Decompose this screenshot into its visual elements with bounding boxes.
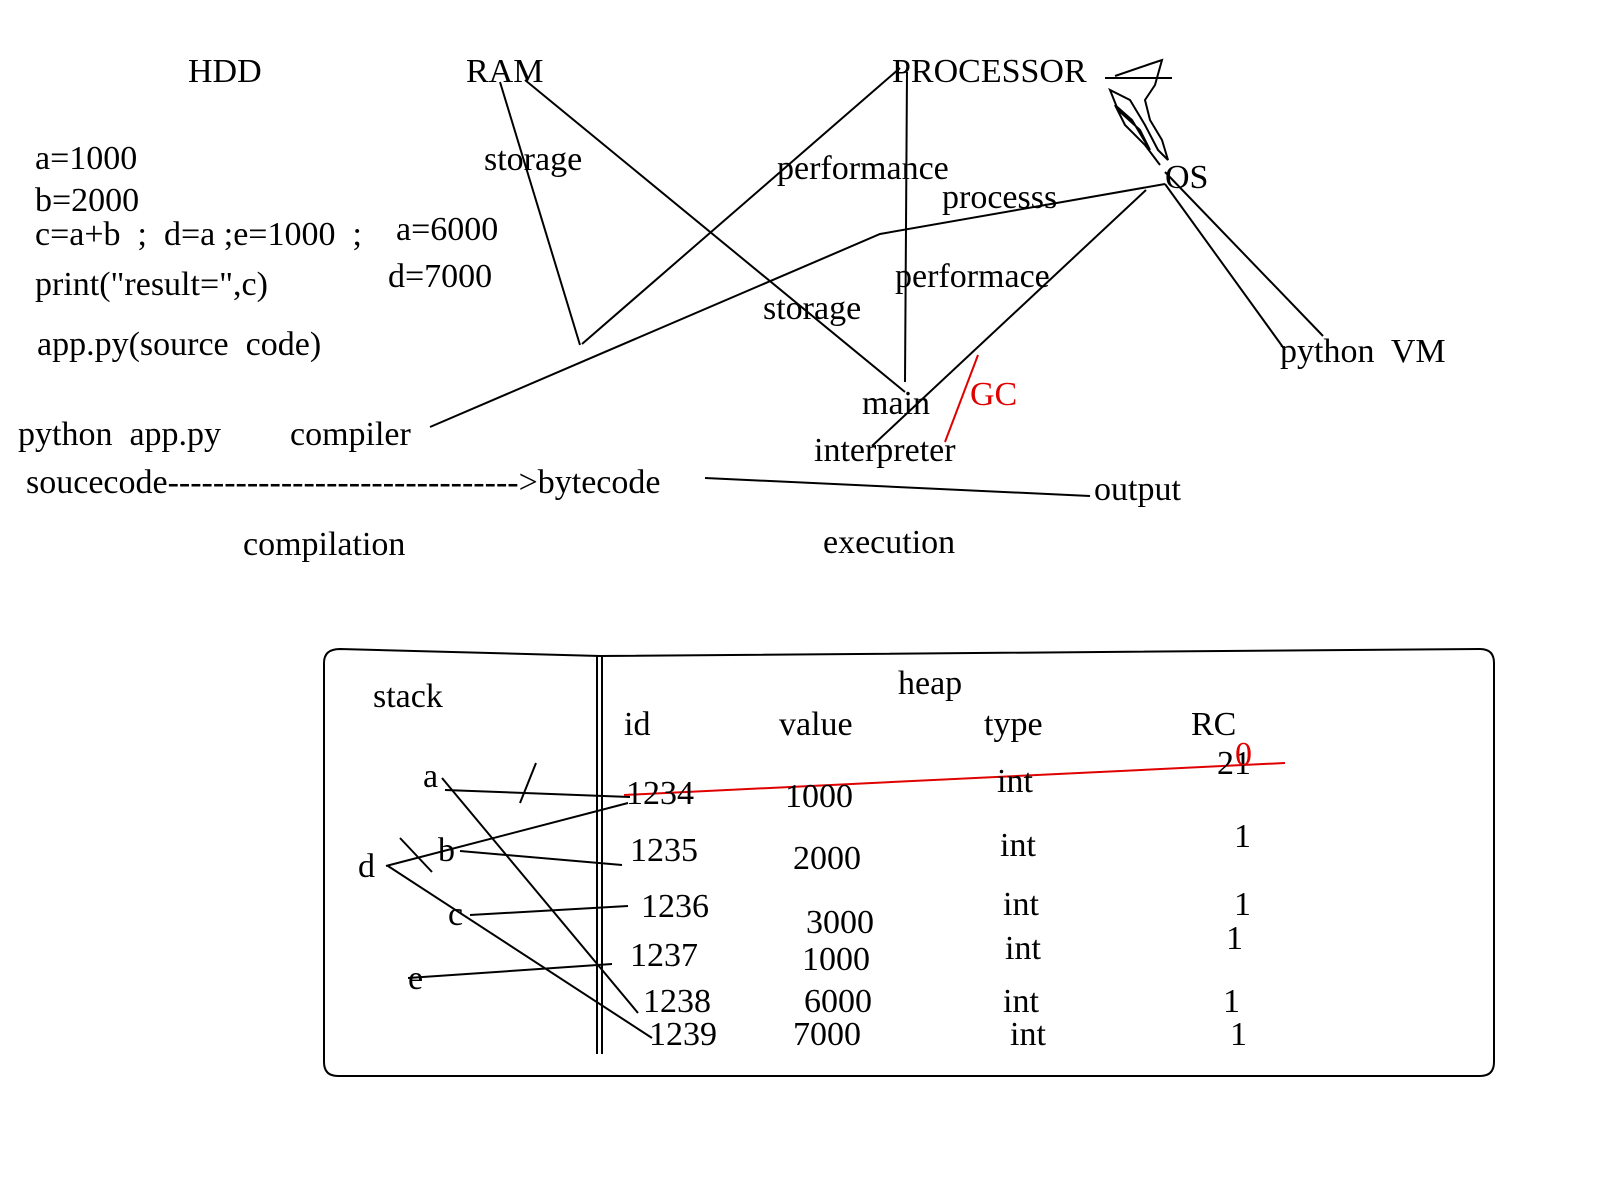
stack-label: stack: [373, 678, 443, 715]
ram-main-line: [525, 80, 905, 392]
heap-rc-1234-red: 0: [1235, 736, 1252, 773]
heap-type-1237: int: [1005, 930, 1041, 967]
heap-type-1239: int: [1010, 1016, 1046, 1053]
ref-c-1236: [470, 906, 628, 915]
ram-storage-line-left: [500, 82, 580, 345]
memory-box-outline: [324, 649, 1494, 1076]
heap-id-1237: 1237: [630, 937, 698, 974]
ref-d-1239: [388, 866, 652, 1038]
heap-rc-1236: 1: [1234, 886, 1251, 923]
heap-value-1237: 1000: [802, 941, 870, 978]
os-label: OS: [1165, 159, 1209, 196]
processor-scribble: [1110, 60, 1168, 165]
os-vm-line-2: [1165, 184, 1285, 350]
code-line-2: b=2000: [35, 182, 140, 219]
side-code-2: d=7000: [388, 258, 493, 295]
performance-label-1: performance: [777, 150, 949, 187]
gc-slash: [945, 355, 978, 442]
processor-main-line: [905, 72, 907, 382]
output-label: output: [1094, 471, 1181, 508]
processor-label: PROCESSOR: [892, 53, 1087, 90]
heap-rc-1237: 1: [1226, 920, 1243, 957]
gc-label: GC: [970, 376, 1018, 413]
heap-id-1235: 1235: [630, 832, 698, 869]
code-line-1: a=1000: [35, 140, 138, 177]
os-interpreter-line: [872, 190, 1146, 446]
column-header-value: value: [779, 706, 853, 743]
ref-e-1237: [408, 964, 612, 978]
heap-label: heap: [898, 665, 963, 702]
heap-type-1238: int: [1003, 983, 1039, 1020]
compilation-label: compilation: [243, 526, 406, 563]
storage-label-2: storage: [763, 290, 862, 327]
stack-var-d: d: [358, 848, 375, 885]
heap-value-1235: 2000: [793, 840, 861, 877]
stack-var-c: c: [448, 896, 464, 933]
main-label: main: [862, 385, 930, 422]
storage-label-1: storage: [484, 141, 583, 178]
column-header-type: type: [984, 706, 1043, 743]
heap-rc-1235: 1: [1234, 818, 1251, 855]
heap-id-1238: 1238: [643, 983, 711, 1020]
heap-value-1234: 1000: [785, 778, 853, 815]
python-vm-label: python VM: [1280, 333, 1446, 370]
process-label: processs: [942, 179, 1058, 216]
stack-var-a: a: [423, 758, 439, 795]
os-vm-line-1: [1165, 172, 1323, 336]
heap-rc-1239: 1: [1230, 1016, 1247, 1053]
heap-rc-1234: 21: [1217, 745, 1251, 782]
os-compiler-line: [430, 184, 1165, 427]
column-header-id: id: [624, 706, 651, 743]
heap-id-1234: 1234: [626, 775, 694, 812]
ref-a-1238: [442, 778, 638, 1013]
heap-type-1235: int: [1000, 827, 1036, 864]
ref-a-1234: [445, 790, 630, 797]
heap-type-1236: int: [1003, 886, 1039, 923]
heap-value-1238: 6000: [804, 983, 872, 1020]
app-py-label: app.py(source code): [37, 326, 322, 363]
heap-id-1239: 1239: [649, 1016, 717, 1053]
python-cmd-label: python app.py: [18, 416, 222, 453]
heap-id-1236: 1236: [641, 888, 709, 925]
execution-label: execution: [823, 524, 956, 561]
column-header-rc: RC: [1191, 706, 1237, 743]
ram-label: RAM: [466, 53, 544, 90]
gc-strike-line: [624, 763, 1285, 795]
strike-mark-a: [520, 763, 536, 803]
stack-var-b: b: [438, 832, 455, 869]
heap-rc-1238: 1: [1223, 983, 1240, 1020]
stack-var-e: e: [408, 960, 424, 997]
performance-label-2: performace: [895, 258, 1050, 295]
heap-value-1239: 7000: [793, 1016, 861, 1053]
strike-mark-b: [400, 838, 432, 872]
code-line-4: print("result=",c): [35, 266, 268, 303]
source-to-bytecode: soucecode-------------------------------…: [26, 464, 661, 501]
compiler-label: compiler: [290, 416, 411, 453]
ref-b-1235: [460, 851, 622, 865]
heap-type-1234: int: [997, 763, 1033, 800]
ref-d-1234: [386, 803, 628, 866]
interpreter-label: interpreter: [814, 432, 956, 469]
bytecode-output-line: [705, 478, 1090, 496]
hdd-label: HDD: [188, 53, 262, 90]
processor-performance-line: [582, 68, 900, 344]
code-line-3: c=a+b ; d=a ;e=1000 ;: [35, 216, 362, 253]
side-code-1: a=6000: [396, 211, 499, 248]
heap-value-1236: 3000: [806, 904, 874, 941]
